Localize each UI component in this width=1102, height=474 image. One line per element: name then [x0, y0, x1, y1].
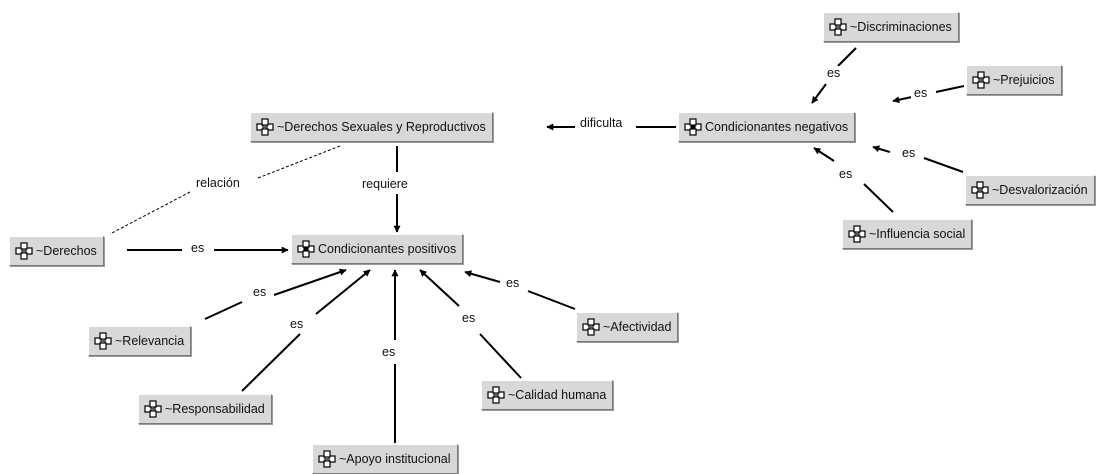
node-condicionantes-negativos[interactable]: Condicionantes negativos — [678, 112, 856, 142]
link-line-relacion-1 — [257, 145, 341, 179]
link-label-es-apoyo: es — [379, 345, 399, 359]
node-calidad-humana[interactable]: ~Calidad humana — [481, 380, 614, 410]
linked-concept-icon — [317, 449, 337, 469]
linked-concept-icon — [93, 331, 113, 351]
node-relevancia[interactable]: ~Relevancia — [88, 326, 192, 356]
node-discriminaciones[interactable]: ~Discriminaciones — [823, 12, 959, 42]
link-label-es-afectividad: es — [503, 276, 523, 290]
link-line-prejuicios — [935, 85, 965, 93]
link-line-prejuicios-arrow — [892, 96, 913, 104]
linked-concept-icon — [14, 241, 34, 261]
link-line-relevancia — [204, 301, 243, 320]
link-line-influencia-arrow — [813, 147, 835, 162]
link-line-responsabilidad-arrow — [315, 269, 371, 315]
linked-concept-icon — [143, 399, 163, 419]
link-line-calidad — [479, 333, 522, 379]
linked-concept-icon — [847, 224, 867, 244]
link-label-relacion: relación — [193, 176, 243, 190]
node-label: ~Prejuicios — [993, 73, 1055, 87]
link-label-es-discriminaciones: es — [824, 66, 844, 80]
link-label-es-desvalorizacion: es — [899, 146, 919, 160]
node-label: ~Relevancia — [115, 334, 185, 348]
link-line-relevancia-arrow — [273, 268, 347, 296]
link-line-calidad-arrow — [419, 269, 460, 307]
node-label: ~Responsabilidad — [165, 402, 265, 416]
node-responsabilidad[interactable]: ~Responsabilidad — [138, 394, 272, 424]
link-line-discriminaciones — [837, 47, 857, 67]
node-label: ~Influencia social — [869, 227, 966, 241]
link-label-es-relevancia: es — [250, 285, 270, 299]
concept-icon — [296, 239, 316, 259]
node-prejuicios[interactable]: ~Prejuicios — [966, 65, 1062, 95]
link-label-es-derechos: es — [188, 241, 208, 255]
node-label: ~Calidad humana — [508, 388, 607, 402]
linked-concept-icon — [581, 317, 601, 337]
node-derechos-sexuales-reproductivos[interactable]: ~Derechos Sexuales y Reproductivos — [250, 112, 493, 142]
link-line-relacion-2 — [109, 191, 191, 235]
node-label: Condicionantes positivos — [318, 242, 457, 256]
concept-icon — [683, 117, 703, 137]
link-label-es-responsabilidad: es — [287, 317, 307, 331]
node-condicionantes-positivos[interactable]: Condicionantes positivos — [291, 234, 464, 264]
node-afectividad[interactable]: ~Afectividad — [576, 312, 679, 342]
link-line-afectividad — [527, 290, 576, 310]
linked-concept-icon — [486, 385, 506, 405]
link-label-es-calidad: es — [459, 311, 479, 325]
link-line-responsabilidad — [241, 333, 301, 392]
link-line-discriminaciones-arrow — [811, 83, 827, 104]
node-apoyo-institucional[interactable]: ~Apoyo institucional — [312, 444, 458, 474]
link-line-afectividad-arrow — [464, 270, 501, 283]
node-label: ~Derechos Sexuales y Reproductivos — [277, 120, 486, 134]
link-label-dificulta: dificulta — [577, 116, 626, 130]
node-label: ~Desvalorización — [992, 183, 1088, 197]
node-label: ~Derechos — [36, 244, 97, 258]
node-desvalorizacion[interactable]: ~Desvalorización — [965, 175, 1095, 205]
linked-concept-icon — [828, 17, 848, 37]
link-label-requiere: requiere — [359, 177, 411, 191]
node-label: ~Apoyo institucional — [339, 452, 451, 466]
link-line-desvalorizacion-arrow — [872, 145, 891, 153]
link-label-es-prejuicios: es — [911, 86, 931, 100]
link-line-influencia — [863, 183, 894, 213]
link-line-desvalorizacion — [923, 157, 964, 173]
link-label-es-influencia: es — [836, 167, 856, 181]
node-label: ~Discriminaciones — [850, 20, 952, 34]
linked-concept-icon — [971, 70, 991, 90]
linked-concept-icon — [970, 180, 990, 200]
linked-concept-icon — [255, 117, 275, 137]
node-label: ~Afectividad — [603, 320, 672, 334]
node-label: Condicionantes negativos — [705, 120, 849, 134]
node-derechos[interactable]: ~Derechos — [9, 236, 104, 266]
node-influencia-social[interactable]: ~Influencia social — [842, 219, 973, 249]
